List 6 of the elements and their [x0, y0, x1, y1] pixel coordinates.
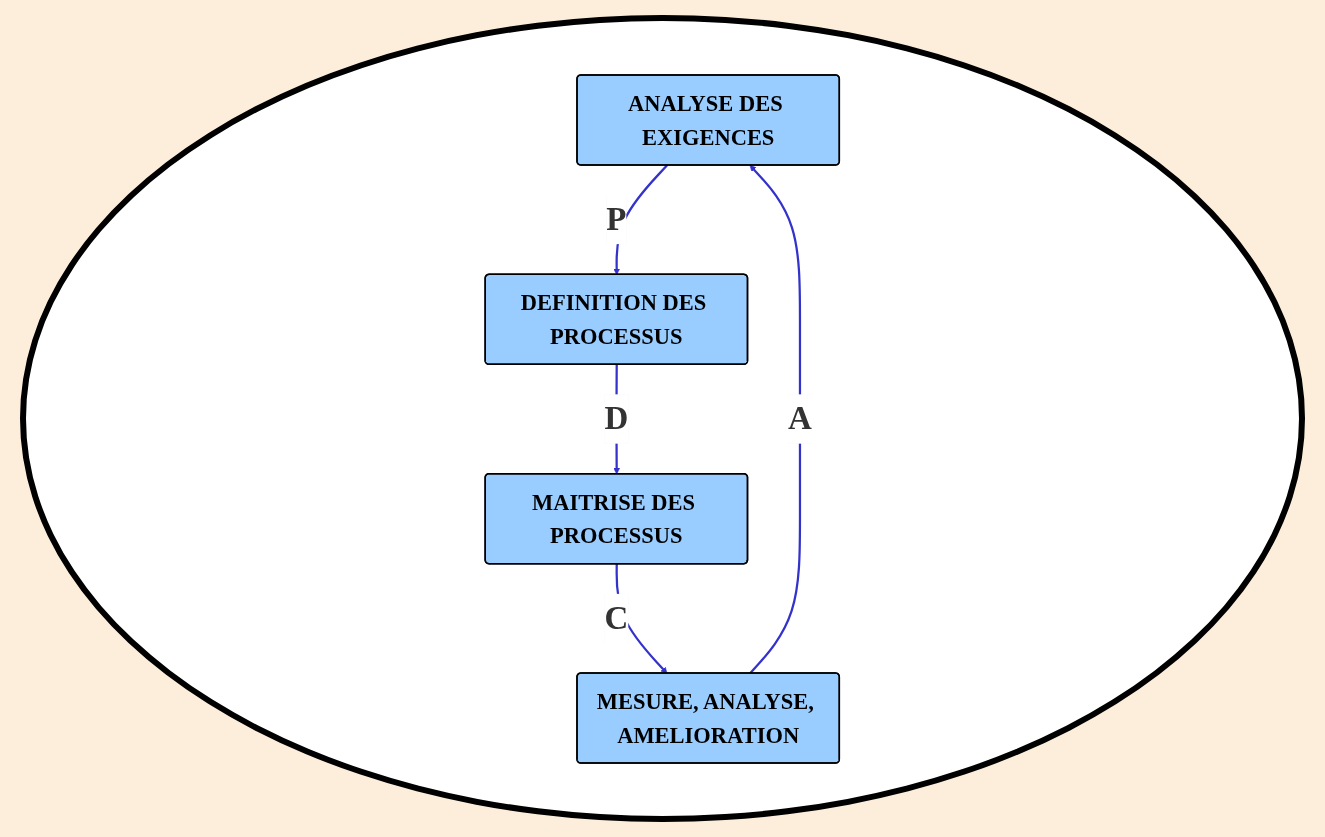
ellipse-frame: P D C A ANALYSE DES EXIGENCES DEFINITION DES PROCESSUS MAITRISE DES PROCESSUS MESURE, ANALYSE, AMELIORATION [20, 15, 1305, 822]
edge-label: C [604, 599, 629, 636]
edge-label: D [604, 399, 629, 437]
edge-label: A [788, 399, 813, 437]
edge-label: P [606, 200, 627, 238]
arrow [749, 164, 802, 674]
